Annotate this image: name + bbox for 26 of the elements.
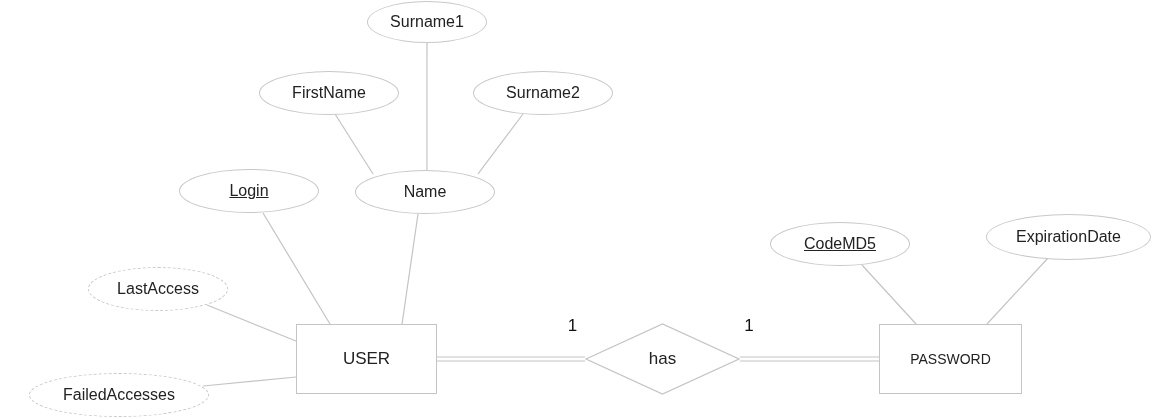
connector-line: [477, 113, 524, 175]
node-label: LastAccess: [117, 279, 199, 299]
connector-line: [334, 113, 374, 175]
node-label: Surname1: [390, 12, 464, 32]
node-label: Surname2: [506, 83, 580, 103]
node-label: FailedAccesses: [62, 385, 175, 405]
relationship-diamond: [585, 323, 740, 395]
connector-line: [739, 356, 880, 362]
entity-box: [296, 324, 437, 394]
node-label: PASSWORD: [910, 349, 991, 369]
connector-line: [262, 212, 331, 325]
node-label: Name: [403, 182, 447, 202]
node-label: Login: [229, 181, 269, 201]
connector-line: [861, 264, 917, 325]
node-label: FirstName: [292, 83, 366, 103]
connector-line: [206, 304, 297, 342]
cardinality-label: 1: [742, 317, 756, 334]
connector-line: [202, 376, 297, 387]
connector-line: [436, 356, 586, 362]
connector-line: [401, 213, 419, 325]
connector-line: [426, 42, 428, 171]
node-label: ExpirationDate: [1016, 227, 1121, 247]
node-label: has: [648, 348, 677, 371]
node-label: CodeMD5: [804, 234, 876, 254]
entity-box: [879, 324, 1022, 394]
node-label: USER: [342, 348, 391, 371]
